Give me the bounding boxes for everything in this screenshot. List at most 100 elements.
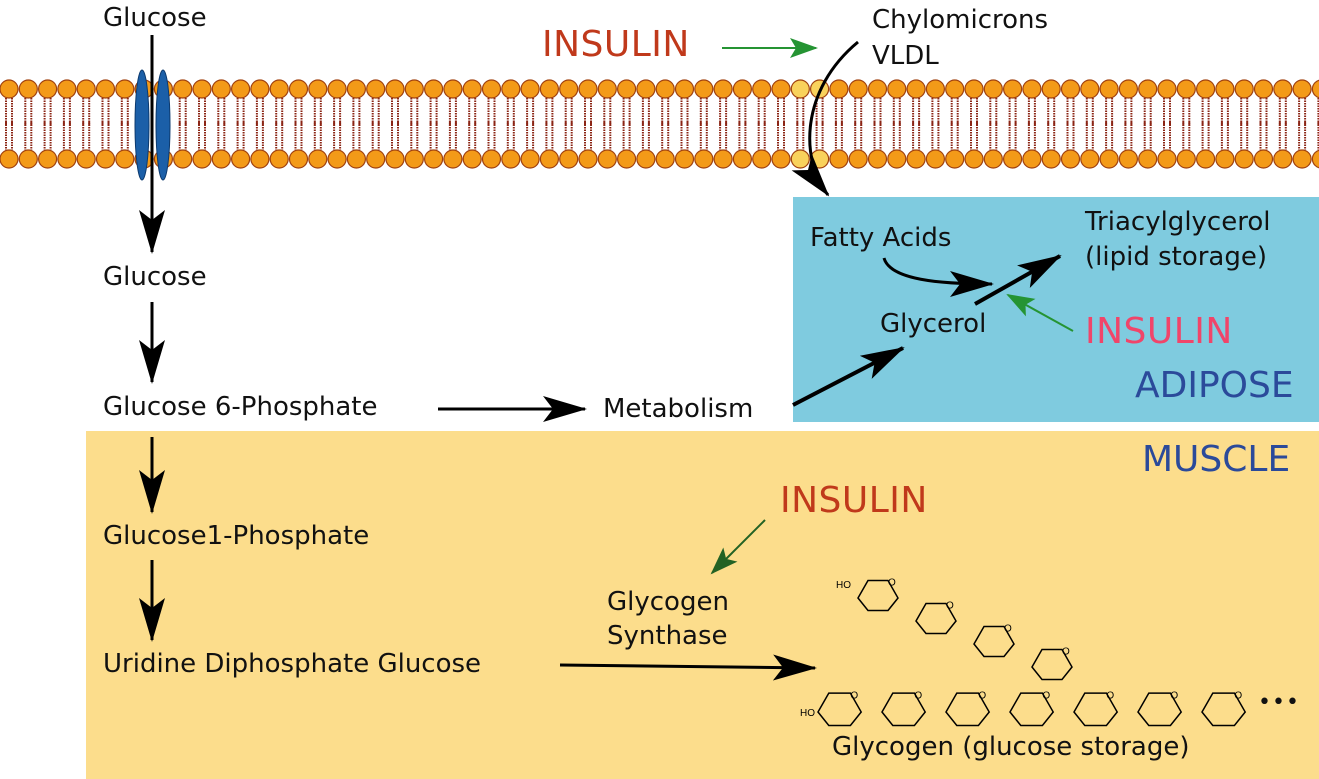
lipid-head <box>443 79 463 99</box>
label-glycogen-synthase-line2: Synthase <box>607 621 728 651</box>
ring-oxygen: O <box>1234 691 1242 702</box>
lipid-head <box>539 79 560 99</box>
glucose-ring <box>1137 692 1183 727</box>
lipid-head <box>211 79 231 99</box>
lipid-head <box>1080 79 1100 99</box>
ring-oxygen: O <box>1062 647 1070 658</box>
lipid-head <box>385 149 405 169</box>
insulin-label-muscle: INSULIN <box>780 480 928 521</box>
hydroxyl-label: HO <box>800 708 815 719</box>
ring-oxygen: O <box>1042 691 1050 702</box>
lipid-head <box>1292 149 1312 169</box>
lipid-head <box>443 149 463 169</box>
lipid-head <box>1041 79 1061 99</box>
lipid-head <box>752 149 772 169</box>
lipid-head <box>462 79 482 99</box>
lipid-head <box>250 79 270 99</box>
label-fatty-acids: Fatty Acids <box>810 223 952 253</box>
muscle-region <box>86 431 1319 779</box>
region-label-muscle: MUSCLE <box>1142 439 1291 480</box>
lipid-head <box>925 79 946 99</box>
lipid-head <box>18 149 38 169</box>
lipid-head <box>1157 149 1177 169</box>
lipid-head <box>211 149 231 169</box>
lipid-head <box>771 149 791 169</box>
ring-oxygen: O <box>1170 691 1178 702</box>
lipid-head <box>57 79 77 99</box>
lipid-head <box>424 79 444 99</box>
lipid-head <box>231 149 251 169</box>
lipid-head <box>1157 79 1177 99</box>
lipid-head <box>1138 79 1158 99</box>
lipid-head <box>771 79 791 99</box>
lipid-head <box>655 149 675 169</box>
lipid-head <box>597 149 617 169</box>
lipid-head <box>173 149 193 169</box>
ring-oxygen: O <box>1004 624 1012 635</box>
glucose-ring <box>881 692 927 727</box>
insulin-arrow-muscle <box>710 519 766 575</box>
lipid-head <box>1253 79 1274 99</box>
lipid-head <box>269 149 289 169</box>
lipid-head <box>829 79 849 99</box>
glucose-transporter-icon <box>134 69 171 181</box>
lipid-head <box>674 149 695 169</box>
lipid-head <box>37 79 58 99</box>
lipid-head <box>231 79 251 99</box>
label-glycerol: Glycerol <box>880 309 987 339</box>
glucose-ring <box>1009 692 1055 727</box>
lipid-head <box>1099 79 1119 99</box>
lipid-head <box>520 79 540 99</box>
lipid-head <box>1118 79 1139 99</box>
lipid-head <box>269 79 289 99</box>
arrow-to-triacylglycerol <box>974 254 1062 306</box>
lipid-head <box>481 149 502 169</box>
lipid-head <box>346 149 366 169</box>
insulin-label-membrane: INSULIN <box>542 24 690 65</box>
arrow-fatty-acids <box>882 257 994 297</box>
lipid-head <box>1176 149 1196 169</box>
lipid-head <box>1060 149 1081 169</box>
ring-oxygen: O <box>914 691 922 702</box>
lipid-head <box>1311 79 1319 99</box>
ring-oxygen: O <box>978 691 986 702</box>
arrow-udpg-to-glycogen <box>559 654 817 681</box>
lipid-head <box>520 149 540 169</box>
lipid-head <box>790 79 810 99</box>
arrow-chylomicrons-through-membrane <box>791 40 859 197</box>
ellipsis-icon: ••• <box>1258 690 1300 715</box>
lipid-head <box>346 79 366 99</box>
lipid-head <box>327 149 347 169</box>
lipid-head <box>1292 79 1312 99</box>
lipid-head <box>636 149 656 169</box>
glucose-ring <box>1031 648 1073 681</box>
lipid-head <box>1234 149 1254 169</box>
lipid-head <box>945 149 965 169</box>
lipid-head <box>76 79 96 99</box>
lipid-head <box>366 79 386 99</box>
lipid-head <box>1273 149 1293 169</box>
lipid-head <box>481 79 502 99</box>
lipid-head <box>1195 79 1216 99</box>
lipid-head <box>95 79 116 99</box>
label-glycogen-synthase-line1: Glycogen <box>607 587 729 617</box>
lipid-head <box>578 149 598 169</box>
lipid-head <box>95 149 116 169</box>
lipid-head <box>1002 149 1023 169</box>
lipid-head <box>1099 149 1119 169</box>
lipid-head <box>983 79 1003 99</box>
ring-oxygen: O <box>888 578 896 589</box>
label-glucose-outside: Glucose <box>103 3 207 33</box>
lipid-head <box>192 79 212 99</box>
lipid-head <box>848 149 868 169</box>
glucose-ring <box>817 692 863 727</box>
lipid-head <box>385 79 405 99</box>
adipose-region <box>793 197 1319 422</box>
lipid-head <box>539 149 560 169</box>
lipid-head <box>1215 149 1235 169</box>
glucose-ring <box>1201 692 1247 727</box>
lipid-head <box>887 149 907 169</box>
lipid-head <box>288 79 309 99</box>
